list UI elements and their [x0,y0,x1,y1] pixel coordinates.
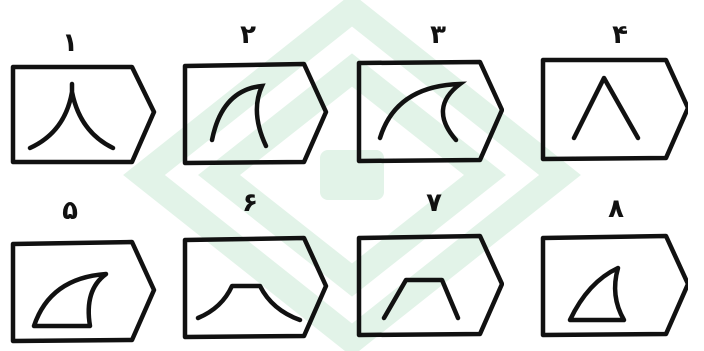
figure-5-card [10,238,158,344]
figure-8-card [540,232,688,338]
figure-5-number: ۵ [40,196,100,226]
figure-6-card [182,234,330,340]
flat-top-curves-shape [198,286,300,320]
shark-fin-shape [570,268,624,320]
figure-4-card [540,56,688,162]
figure-7-number: ۷ [404,188,464,218]
hook-arc-shape [212,86,266,146]
figure-4-number: ۴ [590,20,650,50]
figure-2-number: ۲ [218,20,278,50]
figure-2-card [182,60,330,166]
figure-7-card [356,232,504,338]
inverted-v-shape [574,78,638,138]
figure-8-number: ۸ [586,194,646,224]
figure-1-card [10,62,158,168]
figure-1-number: ۱ [40,28,100,58]
closed-crescent-shape [34,274,106,326]
cusp-curves-shape [30,84,113,148]
trapezoid-open-shape [384,280,458,318]
figure-3-card [356,58,504,164]
figure-6-number: ۶ [220,188,280,218]
figure-3-number: ۳ [408,20,468,50]
crescent-arc-shape [380,84,460,140]
